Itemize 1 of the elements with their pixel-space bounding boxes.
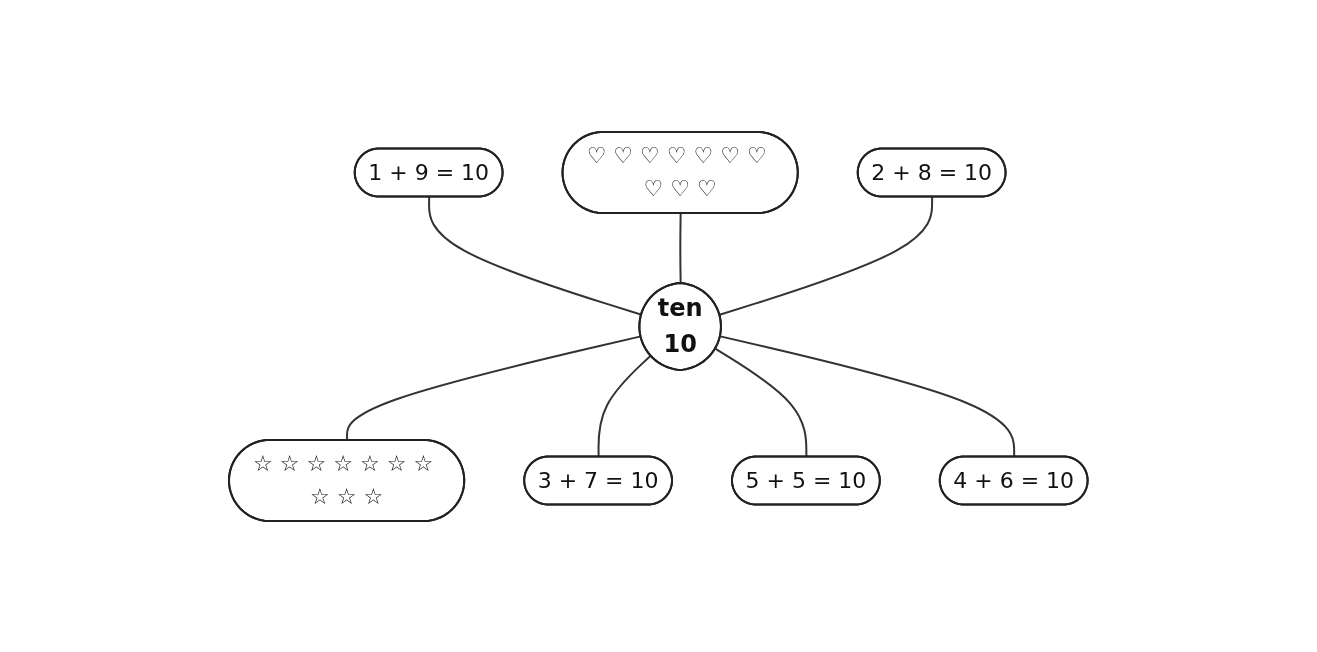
connector — [718, 195, 934, 316]
